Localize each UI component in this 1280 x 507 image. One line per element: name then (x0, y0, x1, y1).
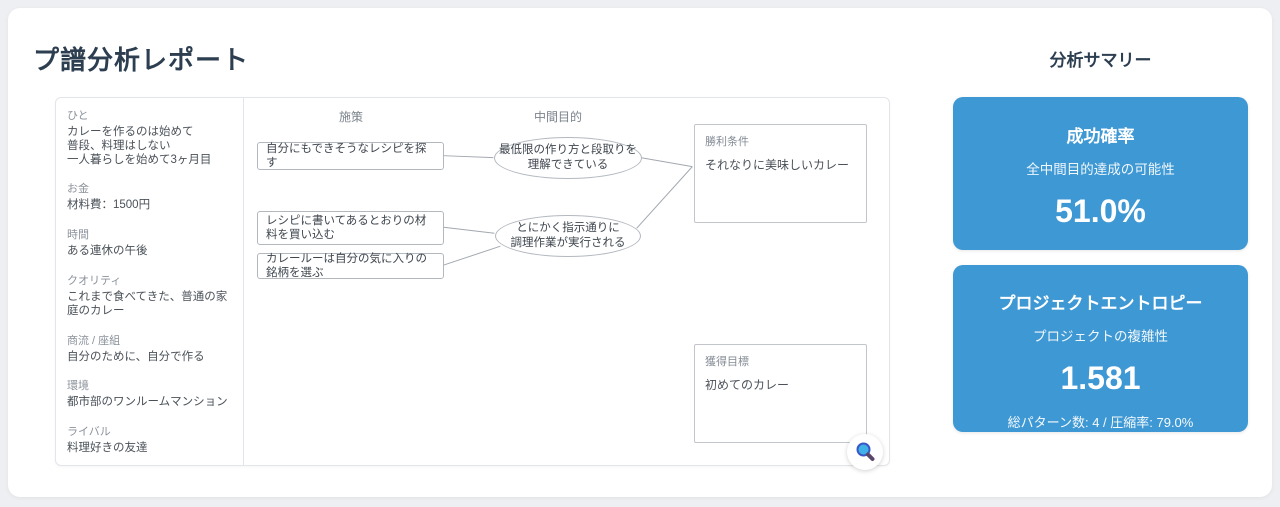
card-title: プロジェクトエントロピー (998, 294, 1203, 313)
premise-section-quality: クオリティ これまで食べてきた、普通の家庭のカレー (67, 272, 233, 319)
premise-value: ある連休の午後 (67, 245, 148, 258)
premise-label: クオリティ (67, 274, 122, 287)
measure-node-1: 自分にもできそうなレシピを探す (257, 142, 444, 170)
intermediate-goal-node-2: とにかく指示通りに 調理作業が実行される (495, 215, 641, 257)
premise-label: ライバル (67, 426, 111, 439)
report-card: プ譜分析レポート ひと カレーを作るのは始めて 普段、料理はしない 一人暮らしを… (8, 8, 1272, 497)
premise-label: ひと (67, 110, 89, 122)
goal-label: 獲得目標 (705, 356, 749, 368)
zoom-button[interactable] (847, 434, 883, 470)
premise-section-hito: ひと カレーを作るのは始めて 普段、料理はしない 一人暮らしを始めて3ヶ月目 (67, 107, 233, 167)
card-footer: 総パターン数: 4 / 圧縮率: 79.0% (1007, 415, 1194, 430)
premise-value: 材料費：1500円 (67, 199, 151, 212)
card-value: 1.581 (1060, 360, 1141, 396)
page-title: プ譜分析レポート (33, 45, 250, 75)
premise-value: 都市部のワンルームマンション (67, 396, 228, 409)
summary-heading: 分析サマリー (1049, 51, 1152, 70)
premise-section-shoryu: 商流 / 座組 自分のために、自分で作る (67, 332, 233, 365)
premise-label: お金 (67, 183, 89, 196)
win-condition-label: 勝利条件 (705, 136, 749, 148)
premise-section-kankyo: 環境 都市部のワンルームマンション (67, 377, 233, 410)
project-entropy-card: プロジェクトエントロピー プロジェクトの複雑性 1.581 総パターン数: 4 … (953, 265, 1248, 432)
card-title: 成功確率 (1066, 127, 1135, 146)
premise-value: 自分のために、自分で作る (67, 350, 205, 363)
goal-box: 獲得目標 初めてのカレー (694, 344, 867, 443)
premise-section-jikan: 時間 ある連休の午後 (67, 226, 233, 259)
premise-value: カレーを作るのは始めて 普段、料理はしない 一人暮らしを始めて3ヶ月目 (67, 126, 212, 166)
premise-label: 商流 / 座組 (67, 334, 121, 347)
premise-label: 時間 (67, 229, 89, 242)
measure-node-2: レシピに書いてあるとおりの材料を買い込む (257, 211, 444, 245)
premise-section-rival: ライバル 料理好きの友達 (67, 423, 233, 456)
measure-node-3: カレールーは自分の気に入りの銘柄を選ぶ (257, 253, 444, 279)
card-subtitle: 全中間目的達成の可能性 (1026, 162, 1175, 177)
card-subtitle: プロジェクトの複雑性 (1033, 329, 1168, 344)
premise-value: 料理好きの友達 (67, 442, 148, 455)
pfu-board: ひと カレーを作るのは始めて 普段、料理はしない 一人暮らしを始めて3ヶ月目 お… (55, 97, 890, 470)
premise-label: 環境 (67, 380, 89, 393)
intermediate-goal-node-1: 最低限の作り方と段取りを 理解できている (494, 137, 642, 179)
column-header-measures: 施策 (338, 110, 364, 124)
diagram-canvas: 施策 中間目的 自分にもできそうなレシピを探す レシピに書いてあるとおりの材料を… (244, 98, 889, 470)
column-header-intermediate: 中間目的 (533, 110, 583, 124)
card-value: 51.0% (1055, 193, 1146, 229)
success-probability-card: 成功確率 全中間目的達成の可能性 51.0% (953, 97, 1248, 250)
magnifier-icon (853, 440, 877, 464)
premise-section-okane: お金 材料費：1500円 (67, 180, 233, 213)
win-condition-value: それなりに美味しいカレー (705, 158, 850, 172)
diagram-edges (443, 155, 693, 266)
win-condition-box: 勝利条件 それなりに美味しいカレー (694, 124, 867, 223)
premise-panel: ひと カレーを作るのは始めて 普段、料理はしない 一人暮らしを始めて3ヶ月目 お… (56, 98, 244, 465)
premise-value: これまで食べてきた、普通の家庭のカレー (67, 290, 228, 317)
goal-value: 初めてのカレー (705, 378, 790, 392)
